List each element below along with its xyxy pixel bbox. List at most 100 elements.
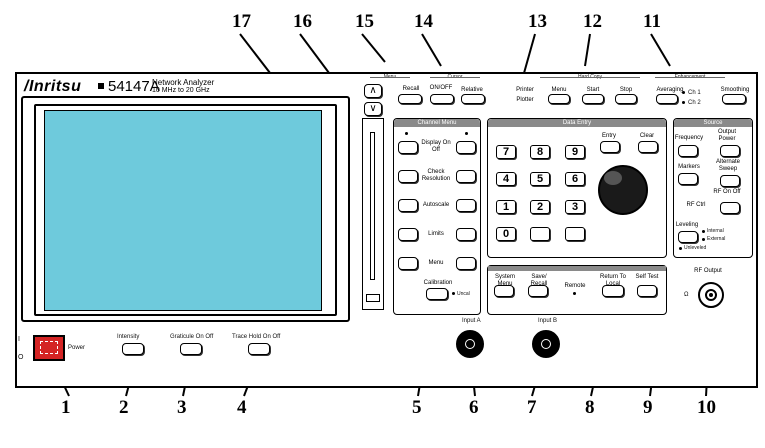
rf-output-connector-pin bbox=[709, 293, 713, 297]
system-menu-button[interactable] bbox=[494, 285, 514, 297]
calibration-label: Calibration bbox=[423, 280, 453, 286]
key-5[interactable]: 5 bbox=[530, 172, 550, 186]
menu-group-line bbox=[370, 77, 410, 78]
ch2-led bbox=[682, 101, 685, 104]
intensity-button[interactable] bbox=[122, 343, 144, 355]
anritsu-logo: /Inritsu bbox=[24, 78, 82, 95]
enhancement-group-line bbox=[655, 77, 725, 78]
key-6[interactable]: 6 bbox=[565, 172, 585, 186]
display-on-off-label: Display On Off bbox=[421, 140, 451, 153]
calibration-button[interactable] bbox=[426, 288, 448, 300]
source-panel bbox=[673, 118, 753, 258]
smoothing-label: Smoothing bbox=[720, 87, 750, 93]
clear-label: Clear bbox=[639, 133, 655, 139]
channel-soft-key-1-right[interactable] bbox=[456, 141, 476, 154]
key-decimal[interactable] bbox=[530, 227, 550, 241]
output-power-button[interactable] bbox=[720, 145, 740, 157]
frequency-label: Frequency bbox=[674, 135, 704, 141]
save-recall-button[interactable] bbox=[528, 285, 548, 297]
cursor-on-off-button[interactable] bbox=[430, 94, 454, 104]
self-test-label: Self Test bbox=[635, 274, 659, 280]
relative-label: Relative bbox=[461, 87, 483, 93]
start-button[interactable] bbox=[582, 94, 604, 104]
input-a-connector[interactable] bbox=[456, 330, 484, 358]
alternate-sweep-label: Alternate Sweep bbox=[715, 159, 740, 172]
channel-led-left bbox=[405, 132, 408, 135]
return-local-label: Return To Local bbox=[600, 274, 626, 287]
channel-soft-key-4-left[interactable] bbox=[398, 228, 418, 241]
intensity-label: Intensity bbox=[117, 334, 140, 340]
channel-soft-key-3-left[interactable] bbox=[398, 199, 418, 212]
key-9[interactable]: 9 bbox=[565, 145, 585, 159]
callout-11: 11 bbox=[643, 11, 661, 32]
instrument-name: Network Analyzer bbox=[152, 78, 215, 87]
self-test-button[interactable] bbox=[637, 285, 657, 297]
input-b-connector[interactable] bbox=[532, 330, 560, 358]
callout-5: 5 bbox=[412, 397, 422, 418]
power-switch[interactable] bbox=[33, 335, 65, 361]
cursor-on-off-label: ON/OFF bbox=[429, 85, 453, 91]
key-minus[interactable] bbox=[565, 227, 585, 241]
system-panel-header bbox=[488, 266, 666, 271]
averaging-button[interactable] bbox=[656, 94, 678, 104]
disk-drive-housing bbox=[362, 118, 384, 310]
frequency-button[interactable] bbox=[678, 145, 698, 157]
disk-eject-button[interactable] bbox=[366, 294, 380, 302]
alternate-sweep-button[interactable] bbox=[720, 175, 740, 187]
markers-button[interactable] bbox=[678, 173, 698, 185]
graticule-button[interactable] bbox=[180, 343, 202, 355]
callout-9: 9 bbox=[643, 397, 653, 418]
disk-drive-slot[interactable] bbox=[370, 132, 375, 280]
menu-up-button[interactable]: ∧ bbox=[364, 84, 382, 98]
uncal-led bbox=[452, 292, 455, 295]
impedance-symbol: Ω bbox=[684, 292, 689, 298]
key-8[interactable]: 8 bbox=[530, 145, 550, 159]
hardcopy-menu-button[interactable] bbox=[548, 94, 570, 104]
channel-menu-panel bbox=[393, 118, 481, 315]
clear-button[interactable] bbox=[638, 141, 658, 153]
entry-label: Entry bbox=[601, 133, 616, 139]
key-7[interactable]: 7 bbox=[496, 145, 516, 159]
save-recall-label: Save/ Recall bbox=[530, 274, 548, 287]
smoothing-button[interactable] bbox=[722, 94, 746, 104]
return-to-local-button[interactable] bbox=[602, 285, 624, 297]
output-power-label: Output Power bbox=[717, 129, 736, 142]
channel-soft-key-5-right[interactable] bbox=[456, 257, 476, 270]
stop-label: Stop bbox=[619, 87, 633, 93]
autoscale-label: Autoscale bbox=[422, 202, 450, 208]
channel-soft-key-4-right[interactable] bbox=[456, 228, 476, 241]
rf-on-off-button[interactable] bbox=[720, 202, 740, 214]
source-panel-header: Source bbox=[674, 119, 752, 127]
channel-soft-key-1-left[interactable] bbox=[398, 141, 418, 154]
channel-menu-label: Menu bbox=[428, 260, 444, 266]
entry-button[interactable] bbox=[600, 141, 620, 153]
external-led bbox=[702, 238, 705, 241]
key-0[interactable]: 0 bbox=[496, 227, 516, 241]
callout-2: 2 bbox=[119, 397, 129, 418]
leveling-button[interactable] bbox=[678, 231, 698, 243]
menu-down-button[interactable]: ∨ bbox=[364, 102, 382, 116]
trace-hold-button[interactable] bbox=[248, 343, 270, 355]
recall-button[interactable] bbox=[398, 94, 422, 104]
display-screen bbox=[44, 110, 322, 311]
channel-menu-header: Channel Menu bbox=[394, 119, 480, 127]
callout-4: 4 bbox=[237, 397, 247, 418]
key-4[interactable]: 4 bbox=[496, 172, 516, 186]
channel-soft-key-2-right[interactable] bbox=[456, 170, 476, 183]
channel-soft-key-5-left[interactable] bbox=[398, 257, 418, 270]
key-3[interactable]: 3 bbox=[565, 200, 585, 214]
relative-button[interactable] bbox=[461, 94, 485, 104]
unleveled-label: Unleveled bbox=[684, 245, 707, 251]
key-2[interactable]: 2 bbox=[530, 200, 550, 214]
channel-soft-key-3-right[interactable] bbox=[456, 199, 476, 212]
ch2-label: Ch 2 bbox=[688, 100, 701, 106]
channel-soft-key-2-left[interactable] bbox=[398, 170, 418, 183]
uncal-label: Uncal bbox=[457, 291, 470, 297]
stop-button[interactable] bbox=[615, 94, 637, 104]
cursor-group-line bbox=[430, 77, 480, 78]
key-1[interactable]: 1 bbox=[496, 200, 516, 214]
rf-ctrl-label: RF Ctrl bbox=[686, 202, 706, 208]
printer-label: Printer bbox=[516, 87, 534, 93]
callout-10: 10 bbox=[697, 397, 716, 418]
trace-hold-label: Trace Hold On Off bbox=[232, 334, 281, 340]
